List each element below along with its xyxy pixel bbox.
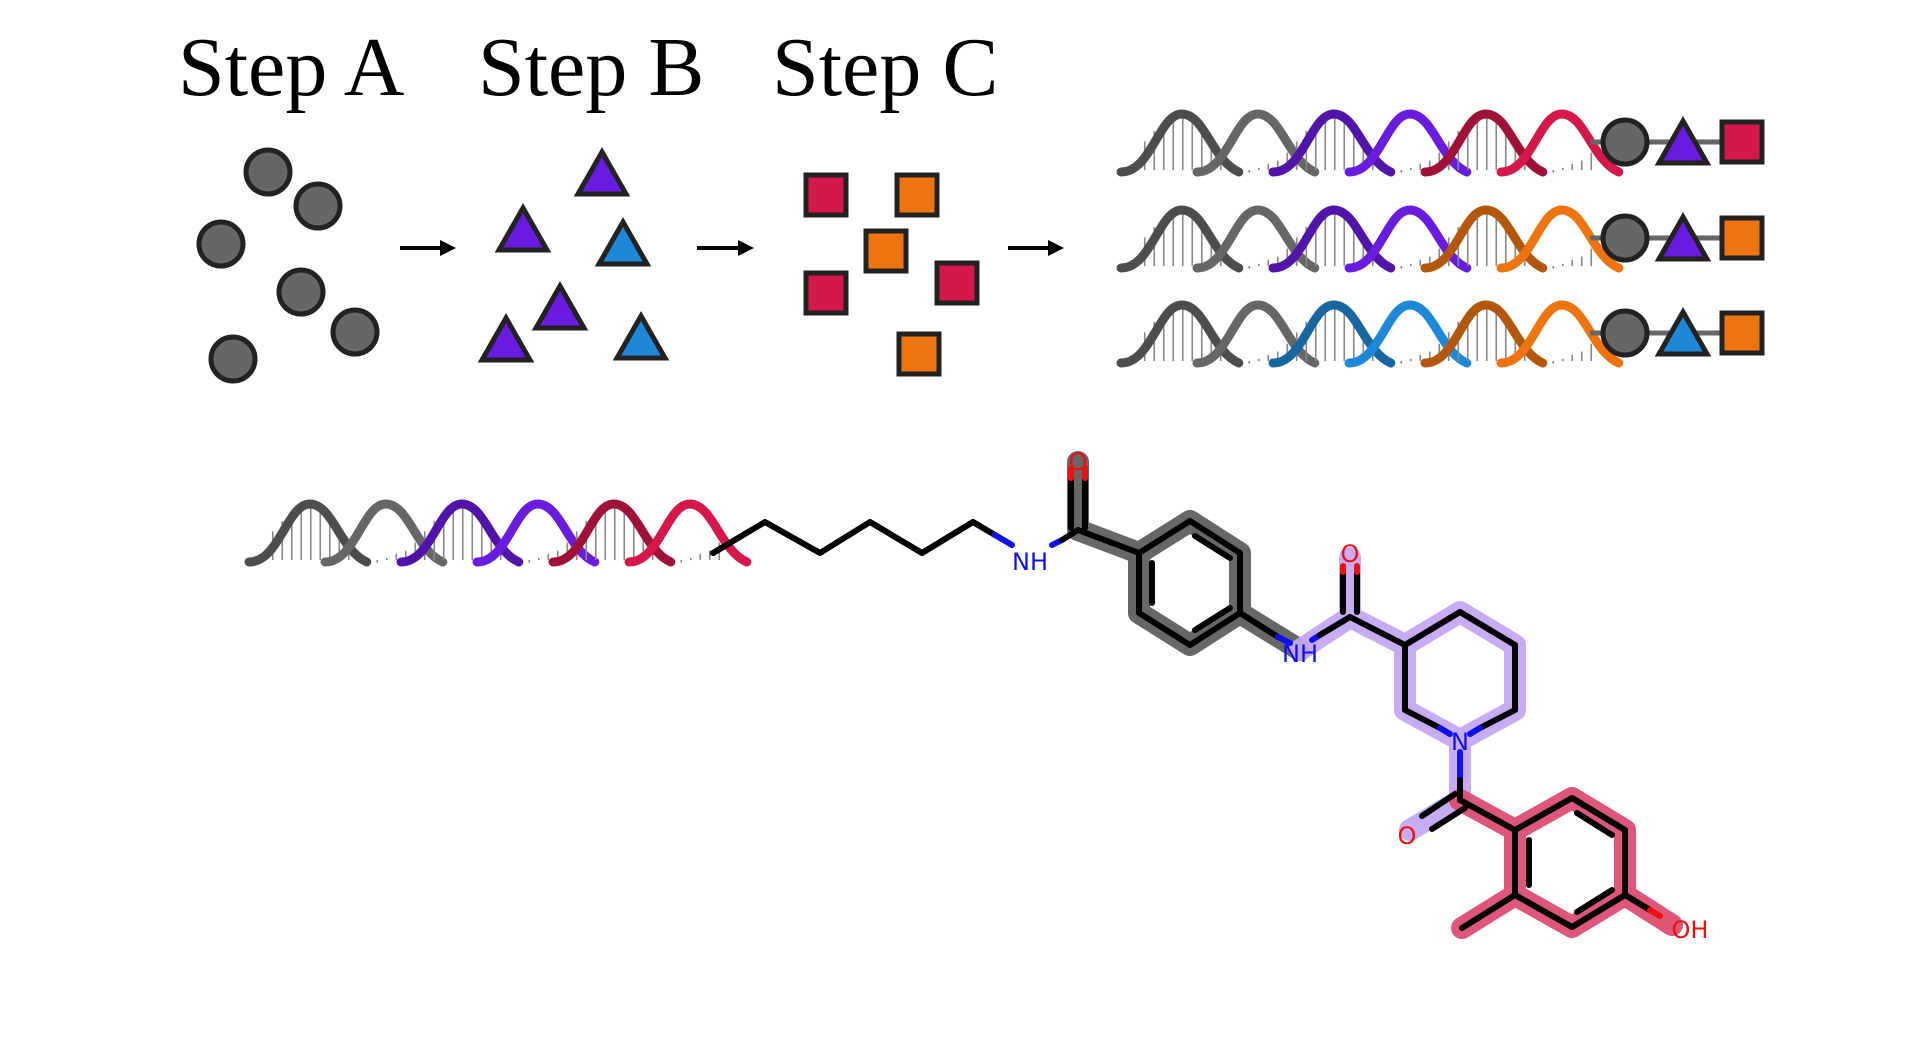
dna-segment-orange xyxy=(1420,300,1624,368)
library-building-block-circle-grey xyxy=(1600,117,1650,167)
atom-labels: O NH NH O N O OH xyxy=(1012,448,1708,944)
dna-segment-grey xyxy=(1116,109,1320,177)
building-block-circle xyxy=(243,147,293,197)
lower-dna-strand xyxy=(244,499,752,567)
highlight-benzamide xyxy=(1067,451,1311,661)
library-building-block-triangle-purple xyxy=(1654,211,1712,262)
library-building-block-square-crimson xyxy=(1719,119,1765,165)
dna-segment-grey xyxy=(1116,300,1320,368)
building-block-triangle-purple xyxy=(494,202,552,253)
dna-segment-purple xyxy=(1268,205,1472,273)
building-block-square-crimson xyxy=(803,172,849,218)
building-block-square-orange xyxy=(863,228,909,274)
building-block-circle xyxy=(330,307,380,357)
building-block-square-crimson xyxy=(934,260,980,306)
library-building-block-triangle-blue xyxy=(1654,306,1712,357)
building-block-circle xyxy=(293,181,343,231)
molecule-bonds xyxy=(710,465,1663,931)
dna-segment-purple xyxy=(1268,109,1472,177)
step-b-building-blocks xyxy=(477,146,670,363)
alkyl-linker xyxy=(710,519,976,556)
reaction-arrows xyxy=(400,240,1064,256)
arrow-c-to-library xyxy=(1008,240,1064,256)
atom-label-oxygen: O xyxy=(1069,448,1088,476)
library-building-block-square-orange xyxy=(1719,310,1765,356)
library-building-block-triangle-purple xyxy=(1654,115,1712,166)
step-a-building-blocks xyxy=(196,147,380,384)
building-block-square-orange xyxy=(894,172,940,218)
dna-segment-crimson xyxy=(1420,109,1624,177)
building-block-triangle-purple xyxy=(573,146,631,197)
building-block-triangle-blue xyxy=(612,310,670,361)
step-a-title: Step A xyxy=(178,21,405,114)
atom-label-hydroxyl: OH xyxy=(1672,916,1709,944)
library-member xyxy=(1116,109,1765,177)
library-member xyxy=(1116,205,1765,273)
atom-label-nitrogen: N xyxy=(1451,728,1469,756)
library-building-block-circle-grey xyxy=(1600,308,1650,358)
dna-segment-grey xyxy=(244,499,448,567)
library-member xyxy=(1116,300,1765,368)
building-block-square-crimson xyxy=(803,270,849,316)
step-c-title: Step C xyxy=(772,21,999,114)
building-block-square-orange xyxy=(896,331,942,377)
atom-label-oxygen-lower: O xyxy=(1398,822,1417,850)
step-b-title: Step B xyxy=(478,21,705,114)
building-block-circle xyxy=(276,267,326,317)
dna-segment-blue xyxy=(1268,300,1472,368)
building-block-triangle-blue xyxy=(594,216,652,267)
library-building-block-square-orange xyxy=(1719,215,1765,261)
dna-segment-grey xyxy=(1116,205,1320,273)
arrow-a-to-b xyxy=(400,240,456,256)
library-building-block-circle-grey xyxy=(1600,213,1650,263)
atom-label-oxygen-amide: O xyxy=(1341,540,1360,568)
atom-label-nh-linker: NH xyxy=(1012,548,1048,576)
step-c-building-blocks xyxy=(803,172,980,377)
building-block-circle xyxy=(208,334,258,384)
piperidine-ring xyxy=(1402,609,1518,731)
atom-label-nh-amide: NH xyxy=(1282,640,1318,668)
building-block-circle xyxy=(196,219,246,269)
encoded-library xyxy=(1116,109,1765,368)
building-block-triangle-purple xyxy=(531,280,589,331)
arrow-b-to-c xyxy=(697,240,754,256)
dna-segment-purple xyxy=(396,499,600,567)
methyl-group xyxy=(1459,892,1518,931)
dna-segment-orange xyxy=(1420,205,1624,273)
building-block-triangle-purple xyxy=(477,312,535,363)
